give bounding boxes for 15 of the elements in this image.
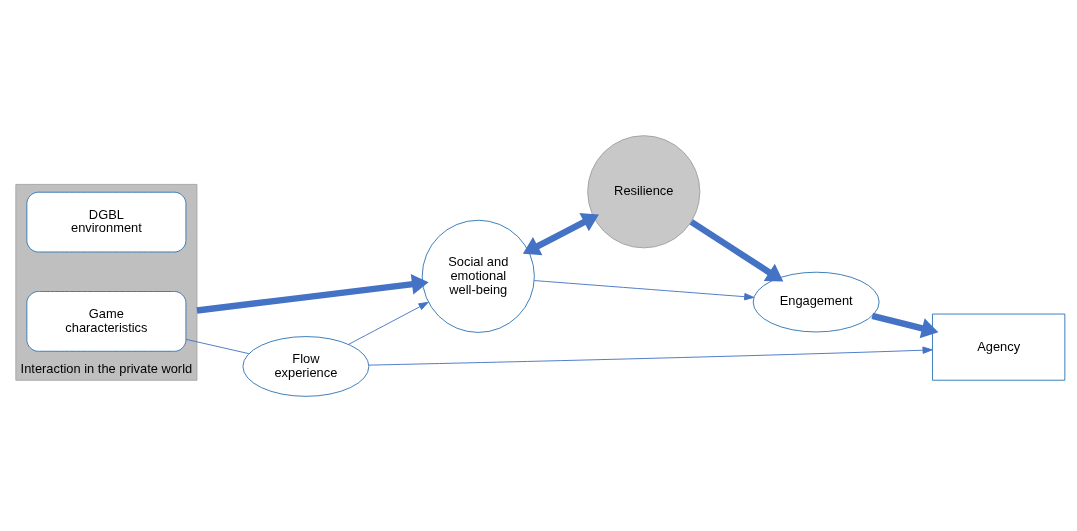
node-ellipse: Flow experience — [242, 335, 370, 397]
arrow — [533, 279, 755, 300]
node-box: Agency — [932, 313, 1066, 381]
arrow — [368, 346, 933, 366]
node-circle: Resilience — [587, 134, 701, 248]
node-box: Game characteristics — [26, 290, 187, 352]
arrow — [689, 218, 784, 281]
node-box: DGBL environment — [26, 191, 187, 252]
arrow — [522, 212, 599, 255]
arrow — [196, 273, 429, 314]
arrow — [871, 312, 939, 338]
connector — [185, 338, 250, 354]
arrow — [348, 301, 429, 345]
node-circle: Social and emotional well-being — [421, 219, 535, 333]
node-ellipse: Engagement — [752, 271, 880, 332]
